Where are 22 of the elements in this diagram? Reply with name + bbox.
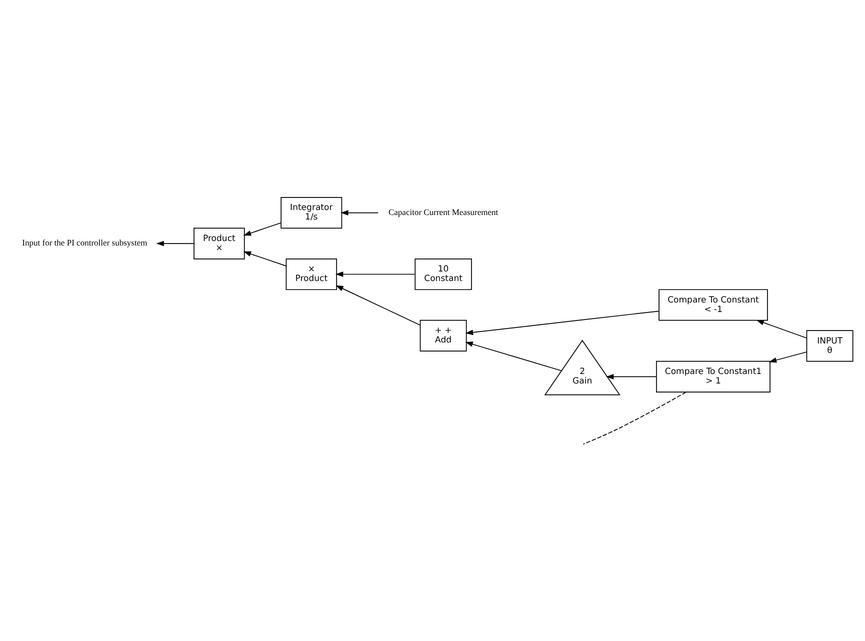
connector [582, 391, 686, 444]
node-box: Compare To Constant < -1 [658, 288, 768, 320]
arrow [335, 271, 416, 276]
arrow [340, 210, 379, 215]
node-box: Product × [194, 227, 245, 259]
arrow [465, 310, 660, 335]
node-text: Capacitor Current Measurement [388, 206, 498, 216]
node-box: × Product [286, 258, 338, 290]
node-box: + + Add [420, 319, 467, 352]
arrow [756, 320, 807, 338]
node-box: INPUT θ [806, 330, 854, 362]
arrow [768, 351, 807, 362]
node-text: Input for the PI controller subsystem [22, 237, 148, 248]
node-box: Integrator 1/s [280, 196, 342, 228]
node-box: 10 Constant [414, 258, 472, 290]
arrow [606, 374, 657, 379]
node-box: Compare To Constant1 > 1 [656, 360, 770, 392]
arrow [243, 222, 282, 236]
arrow [243, 250, 286, 266]
arrow [156, 240, 194, 246]
arrow [336, 284, 420, 326]
arrow [465, 341, 562, 371]
